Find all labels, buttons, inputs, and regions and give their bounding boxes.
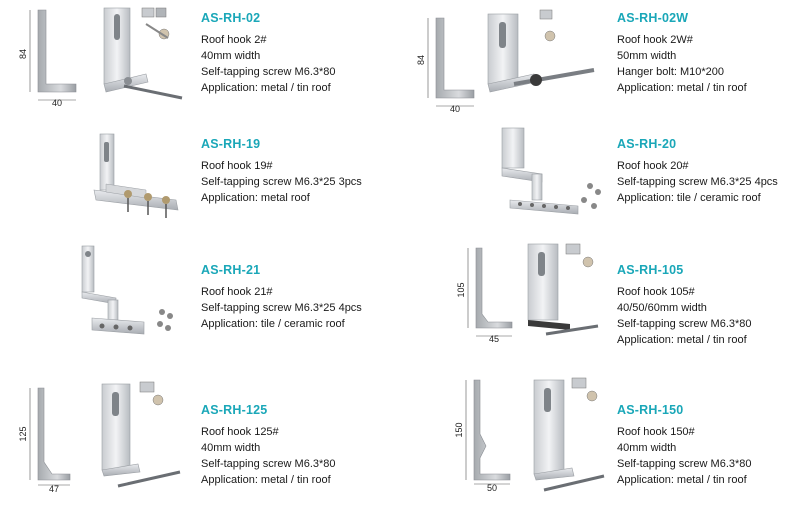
product-photo-as-rh-105 bbox=[527, 243, 599, 336]
dim-height: 84 bbox=[18, 49, 28, 59]
profile-diagram-as-rh-02: 84 40 bbox=[18, 9, 77, 106]
product-application: Application: metal / tin roof bbox=[617, 334, 747, 346]
product-screw: Self-tapping screw M6.3*25 4pcs bbox=[617, 176, 778, 188]
product-name: Roof hook 105# bbox=[617, 286, 695, 298]
product-photo-as-rh-21 bbox=[81, 245, 173, 335]
product-application: Application: metal / tin roof bbox=[201, 82, 331, 94]
product-code: AS-RH-02 bbox=[201, 11, 261, 25]
product-width: 40/50/60mm width bbox=[617, 302, 707, 314]
product-width: 40mm width bbox=[617, 442, 677, 454]
dim-width: 45 bbox=[489, 334, 499, 342]
product-application: Application: metal / tin roof bbox=[617, 474, 747, 486]
product-name: Roof hook 19# bbox=[201, 160, 273, 172]
product-screw: Self-tapping screw M6.3*80 bbox=[617, 458, 752, 470]
dim-height: 125 bbox=[18, 426, 28, 441]
product-width: 40mm width bbox=[201, 442, 261, 454]
dim-width: 47 bbox=[49, 484, 59, 494]
dim-height: 105 bbox=[456, 282, 466, 297]
product-screw: Self-tapping screw M6.3*80 bbox=[201, 458, 336, 470]
product-photo-as-rh-02 bbox=[103, 7, 183, 100]
profile-diagram-as-rh-125: 125 47 bbox=[18, 387, 71, 494]
product-photo-as-rh-125 bbox=[101, 381, 181, 488]
product-photo-as-rh-20 bbox=[501, 127, 601, 215]
product-application: Application: tile / ceramic roof bbox=[617, 192, 761, 204]
product-screw: Self-tapping screw M6.3*80 bbox=[201, 66, 336, 78]
profile-diagram-as-rh-150: 150 50 bbox=[454, 379, 511, 493]
dim-width: 50 bbox=[487, 483, 497, 493]
dim-height: 150 bbox=[454, 422, 464, 437]
product-width: 50mm width bbox=[617, 50, 677, 62]
product-name: Roof hook 2# bbox=[201, 34, 267, 46]
product-application: Application: metal / tin roof bbox=[617, 82, 747, 94]
product-name: Roof hook 20# bbox=[617, 160, 689, 172]
product-application: Application: metal roof bbox=[201, 192, 310, 204]
product-application: Application: metal / tin roof bbox=[201, 474, 331, 486]
product-width: 40mm width bbox=[201, 50, 261, 62]
product-screw: Self-tapping screw M6.3*25 3pcs bbox=[201, 176, 362, 188]
dim-width: 40 bbox=[52, 98, 62, 106]
product-code: AS-RH-19 bbox=[201, 137, 261, 151]
product-code: AS-RH-125 bbox=[201, 403, 268, 417]
profile-diagram-as-rh-02w: 84 40 bbox=[416, 17, 475, 112]
product-name: Roof hook 125# bbox=[201, 426, 279, 438]
product-name: Roof hook 2W# bbox=[617, 34, 693, 46]
product-code: AS-RH-105 bbox=[617, 263, 684, 277]
dim-width: 40 bbox=[450, 104, 460, 112]
product-name: Roof hook 150# bbox=[617, 426, 695, 438]
product-photo-as-rh-150 bbox=[533, 377, 605, 492]
product-screw: Self-tapping screw M6.3*25 4pcs bbox=[201, 302, 362, 314]
product-application: Application: tile / ceramic roof bbox=[201, 318, 345, 330]
product-screw: Hanger bolt: M10*200 bbox=[617, 66, 725, 78]
dim-height: 84 bbox=[416, 55, 426, 65]
product-code: AS-RH-02W bbox=[617, 11, 689, 25]
product-code: AS-RH-21 bbox=[201, 263, 261, 277]
profile-diagram-as-rh-105: 105 45 bbox=[456, 247, 513, 342]
product-name: Roof hook 21# bbox=[201, 286, 273, 298]
product-screw: Self-tapping screw M6.3*80 bbox=[617, 318, 752, 330]
product-photo-as-rh-02w bbox=[487, 9, 595, 93]
product-code: AS-RH-20 bbox=[617, 137, 677, 151]
product-code: AS-RH-150 bbox=[617, 403, 684, 417]
product-photo-as-rh-19 bbox=[93, 133, 179, 218]
